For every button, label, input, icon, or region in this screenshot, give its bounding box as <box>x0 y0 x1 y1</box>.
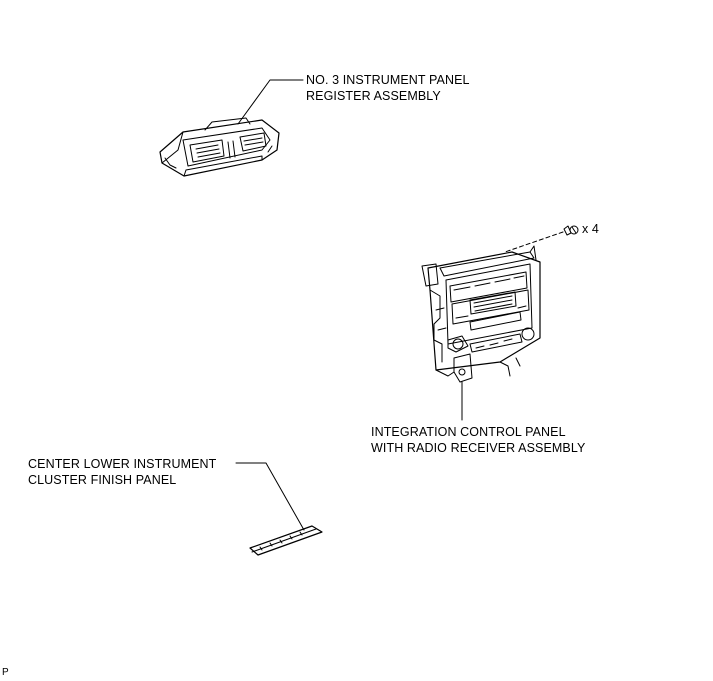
finish-label-line2: CLUSTER FINISH PANEL <box>28 473 177 487</box>
integration-panel-label: INTEGRATION CONTROL PANEL WITH RADIO REC… <box>371 424 585 456</box>
register-assembly-label: NO. 3 INSTRUMENT PANEL REGISTER ASSEMBLY <box>306 72 470 104</box>
register-leader-line <box>237 79 304 125</box>
integration-label-line1: INTEGRATION CONTROL PANEL <box>371 425 566 439</box>
register-label-line2: REGISTER ASSEMBLY <box>306 89 441 103</box>
integration-panel-drawing <box>421 245 541 383</box>
screw-quantity-label: x 4 <box>582 222 599 236</box>
register-assembly-drawing <box>159 117 280 177</box>
register-label-line1: NO. 3 INSTRUMENT PANEL <box>306 73 470 87</box>
finish-label-line1: CENTER LOWER INSTRUMENT <box>28 457 217 471</box>
finish-panel-label: CENTER LOWER INSTRUMENT CLUSTER FINISH P… <box>28 456 216 488</box>
finish-panel-leader-line <box>235 462 305 531</box>
integration-label-line2: WITH RADIO RECEIVER ASSEMBLY <box>371 441 586 455</box>
screw-drawing <box>563 225 579 236</box>
screw-dashed-line <box>504 231 564 253</box>
figure-code: P <box>2 667 9 678</box>
finish-panel-drawing <box>249 525 323 556</box>
